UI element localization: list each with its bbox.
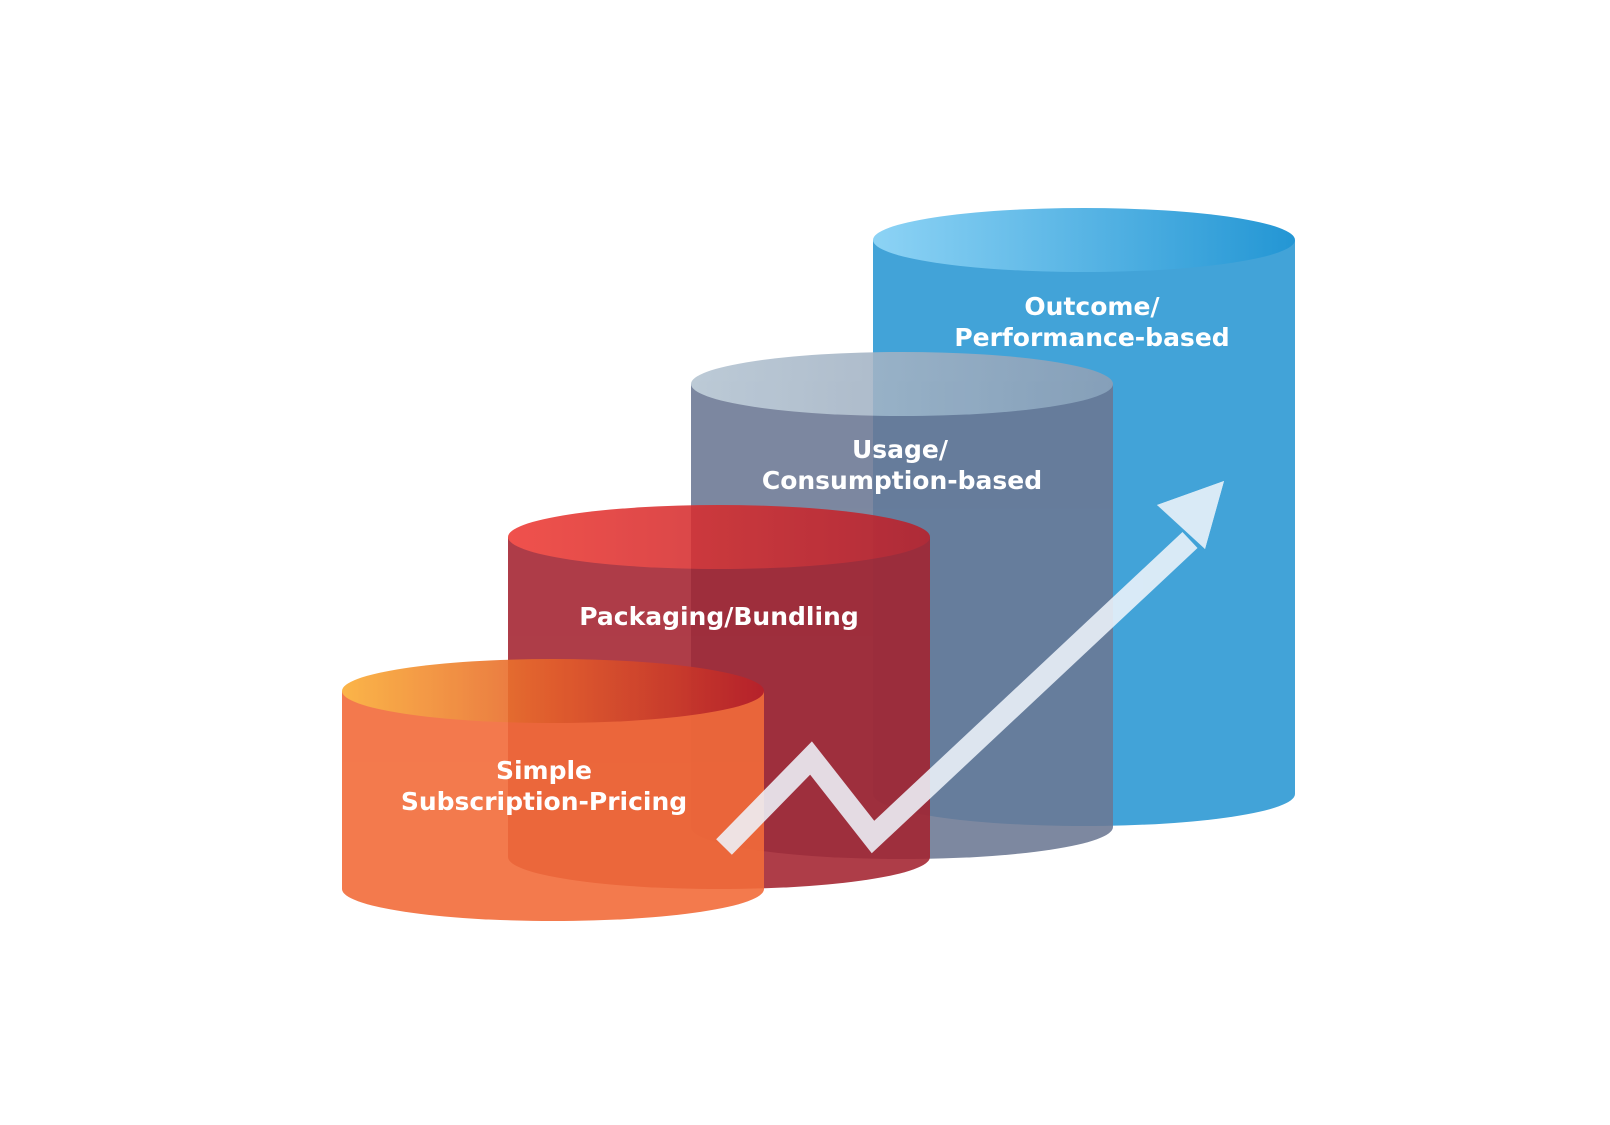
label-simple-line2: Subscription-Pricing: [401, 787, 687, 816]
cylinder-simple-subscription: [342, 659, 764, 921]
label-usage-line2: Consumption-based: [762, 466, 1042, 495]
label-outcome-line1: Outcome/: [1024, 292, 1160, 321]
label-simple-line1: Simple: [496, 756, 592, 785]
label-usage-line1: Usage/: [852, 435, 949, 464]
label-outcome-line2: Performance-based: [954, 323, 1229, 352]
label-packaging: Packaging/Bundling: [579, 602, 859, 631]
growth-arrow-icon: [716, 481, 1224, 855]
